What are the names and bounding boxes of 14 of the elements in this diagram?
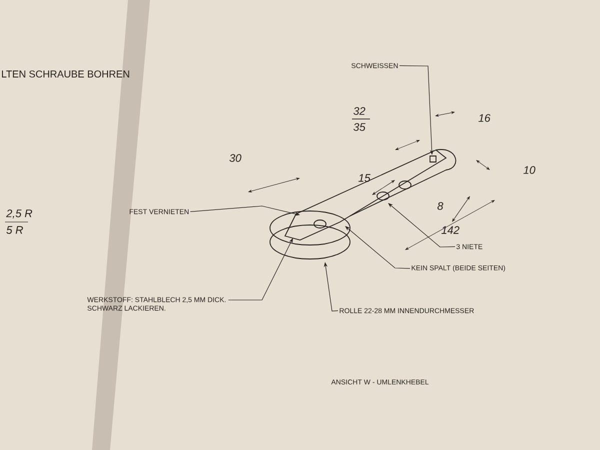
dimension-label: 30 bbox=[229, 154, 242, 162]
dimension-label: 8 bbox=[437, 202, 444, 210]
dimension-label: 10 bbox=[524, 166, 536, 174]
leader-line bbox=[228, 238, 293, 300]
note-text: LTEN SCHRAUBE BOHREN bbox=[2, 70, 130, 78]
dimension-label: 2,5 R bbox=[6, 209, 32, 219]
dimension-label: 35 bbox=[353, 123, 366, 131]
dimension-label: 32 bbox=[353, 107, 366, 115]
dimension-label: 142 bbox=[441, 226, 460, 234]
dimension-label: 5 R bbox=[6, 226, 23, 234]
dimension-label: 16 bbox=[478, 114, 490, 122]
dimension-label: 15 bbox=[358, 174, 370, 182]
leader-line bbox=[388, 203, 456, 248]
leader-line bbox=[345, 226, 410, 269]
